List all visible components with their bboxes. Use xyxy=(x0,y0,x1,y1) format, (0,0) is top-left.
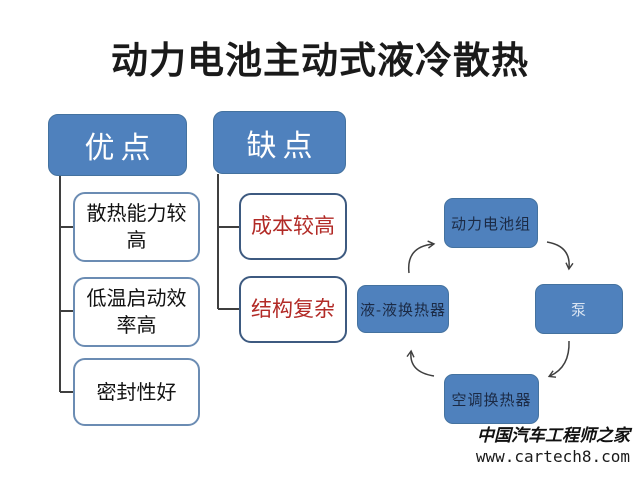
arrow-battery-to-pump-icon xyxy=(546,241,574,271)
advantage-item-heat-dissipation: 散热能力较高 xyxy=(73,192,200,262)
advantages-connector xyxy=(59,176,73,393)
advantage-item-sealing: 密封性好 xyxy=(73,358,200,426)
cycle-node-label: 动力电池组 xyxy=(450,214,531,233)
advantages-header-label: 优点 xyxy=(84,131,157,166)
disadvantages-header-box: 缺点 xyxy=(213,111,346,174)
arrow-liquid-to-battery-icon xyxy=(407,240,436,274)
arrow-pump-to-ac-icon xyxy=(547,340,570,378)
disadvantages-connector xyxy=(217,174,239,310)
cycle-node-pump: 泵 xyxy=(535,284,623,334)
disadvantages-header-label: 缺点 xyxy=(246,128,319,164)
cycle-node-label: 液-液换热器 xyxy=(359,300,447,319)
disadvantage-item-label: 成本较高 xyxy=(251,214,335,239)
advantage-item-low-temp-start: 低温启动效率高 xyxy=(73,277,200,347)
slide-title: 动力电池主动式液冷散热 xyxy=(111,38,529,82)
watermark-site-url: www.cartech8.com xyxy=(475,447,630,467)
disadvantage-item-structure: 结构复杂 xyxy=(239,276,347,343)
advantage-item-label: 散热能力较高 xyxy=(86,201,187,252)
cycle-node-battery-pack: 动力电池组 xyxy=(444,198,538,248)
arrow-ac-to-liquid-icon xyxy=(406,349,435,377)
disadvantage-item-cost: 成本较高 xyxy=(239,193,347,260)
advantage-item-label: 密封性好 xyxy=(96,379,177,404)
advantage-item-label: 低温启动效率高 xyxy=(86,286,187,337)
disadvantage-item-label: 结构复杂 xyxy=(251,297,335,322)
advantages-header-box: 优点 xyxy=(48,114,187,176)
cycle-node-ac-heat-exchanger: 空调换热器 xyxy=(444,374,539,424)
cycle-node-label: 空调换热器 xyxy=(451,390,532,409)
cycle-node-label: 泵 xyxy=(570,300,587,319)
watermark-site-name: 中国汽车工程师之家 xyxy=(477,426,630,446)
cycle-node-liquid-liquid-exchanger: 液-液换热器 xyxy=(357,285,449,333)
watermark: 中国汽车工程师之家 www.cartech8.com xyxy=(476,426,630,467)
